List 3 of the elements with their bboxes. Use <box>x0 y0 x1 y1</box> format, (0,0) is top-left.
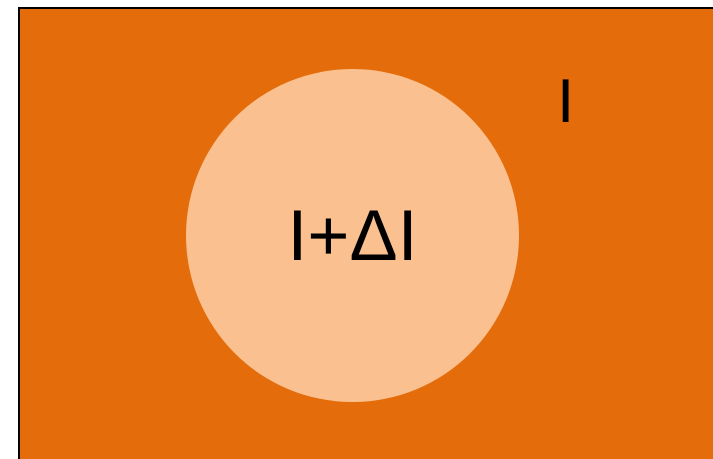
region-label: I <box>557 71 574 133</box>
region-label: I+ΔI <box>287 200 418 272</box>
region-rect <box>18 7 713 459</box>
